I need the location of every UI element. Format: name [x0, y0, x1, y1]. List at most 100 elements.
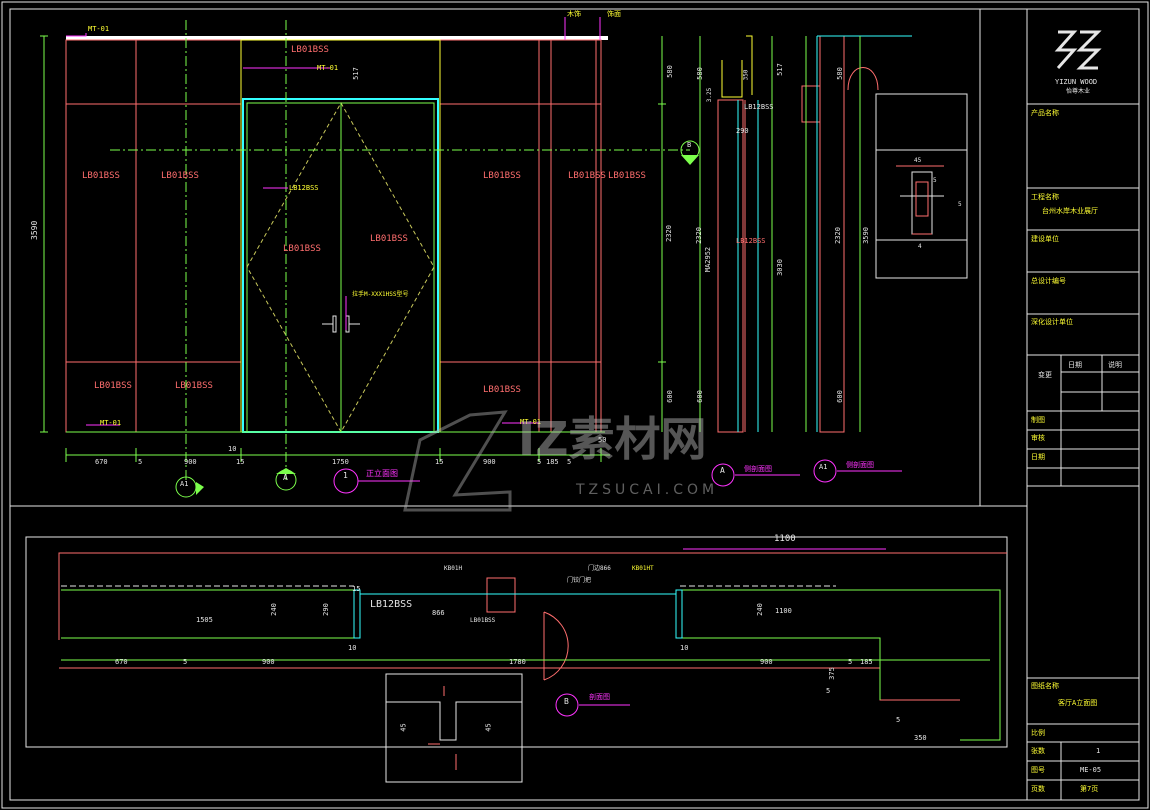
- elev-panel-7: LB01BSS: [175, 381, 213, 391]
- plan-label-lb01bss: LB01BSS: [470, 617, 496, 624]
- elev-panel-5: LB01BSS: [608, 171, 646, 181]
- tb-page-value: 第7页: [1080, 785, 1099, 793]
- tb-scale-label: 张数: [1031, 747, 1045, 755]
- plan-view: [25, 536, 1008, 783]
- elev-panel-8: LB01BSS: [483, 385, 521, 395]
- elev-bdim-8: 185: [546, 458, 559, 466]
- plan-dim-375: 375: [827, 667, 836, 680]
- plan-dim-5b: 5: [848, 658, 853, 666]
- tb-grid-note: 说明: [1108, 361, 1122, 369]
- detail-small-3: 4: [918, 243, 922, 250]
- elev-bdim-1: 5: [138, 458, 143, 466]
- plan-dim-900b: 900: [760, 658, 773, 666]
- side-door-label: LB12BSS: [744, 103, 774, 111]
- elev-panel-1: LB01BSS: [82, 171, 120, 181]
- callout-a1-letter: A1: [180, 480, 189, 488]
- elev-bdim-5: 15: [435, 458, 444, 466]
- tb-no-label: 图号: [1031, 766, 1045, 774]
- tb-grid-date: 日期: [1068, 361, 1082, 369]
- plan-label-edge: 门边866: [588, 565, 611, 572]
- elev-bdim-6: 900: [483, 458, 496, 466]
- tb-no-value: ME-05: [1080, 766, 1102, 774]
- tb-design-no-label: 总设计编号: [1031, 277, 1066, 285]
- elev-mt-bottom-right: MT-01: [520, 418, 542, 426]
- plan-label-hinge: 门铰门把: [567, 577, 592, 584]
- plan-dim-240b: 240: [755, 603, 764, 616]
- detail-dim-600: 600: [835, 390, 844, 403]
- plan-label-kb01ht: KB01HT: [632, 565, 654, 572]
- callout-1-text: 正立面图: [366, 469, 398, 478]
- plan-dim-10a: 10: [348, 644, 357, 652]
- plan-dim-10b: 10: [680, 644, 689, 652]
- plan-dim-240a: 240: [269, 603, 278, 616]
- plan-dim-290: 290: [321, 603, 330, 616]
- elev-panel-2: LB01BSS: [161, 171, 199, 181]
- elev-door-panel-2: LB01BSS: [370, 234, 408, 244]
- plan-dim-900a: 900: [262, 658, 275, 666]
- elev-handle-note: 拉手M-XXX1HSS型号: [352, 291, 409, 298]
- side-sections: [680, 35, 912, 487]
- side-dim-3030: 3030: [775, 259, 784, 276]
- elev-bdim-7: 5: [537, 458, 542, 466]
- elev-bdim-4: 1750: [332, 458, 349, 466]
- plan-dim-185: 185: [860, 658, 873, 666]
- elev-bdim-3: 15: [236, 458, 245, 466]
- plan-dim-5d: 5: [896, 716, 901, 724]
- tb-builder-label: 建设单位: [1031, 235, 1059, 243]
- tb-page-label: 页数: [1031, 785, 1045, 793]
- tb-note-label: 比例: [1031, 729, 1045, 737]
- plan-callout-b-text: 剖面图: [589, 693, 610, 701]
- elev-panel-3: LB01BSS: [483, 171, 521, 181]
- side-small-325: 3.25: [706, 87, 714, 103]
- detail-dim-580: 580: [835, 67, 844, 80]
- tb-scale-value: 1: [1096, 747, 1101, 755]
- callout-a-letter: A: [283, 473, 288, 482]
- detail-width-dim: 45: [914, 157, 922, 164]
- side-dim-517: 517: [775, 63, 784, 76]
- side-callout-a-letter: A: [720, 466, 725, 475]
- elev-height-dim: 3590: [30, 221, 39, 240]
- tb-grid-change: 变更: [1038, 371, 1052, 379]
- logo-text: YIZUN WOOD: [1055, 78, 1098, 86]
- side-dim-580: 580: [695, 67, 704, 80]
- side-dim-600: 600: [695, 390, 704, 403]
- side-dim-2320: 2320: [694, 227, 703, 244]
- title-block-lines: [1027, 103, 1139, 800]
- plan-dim-5c: 5: [826, 687, 831, 695]
- detail-dim-3590: 3590: [861, 227, 870, 244]
- watermark-logo: [403, 410, 512, 512]
- tb-drawing-name-label: 图纸名称: [1031, 682, 1059, 690]
- detail-dim-2320: 2320: [833, 227, 842, 244]
- elev-panel-4: LB01BSS: [568, 171, 606, 181]
- detail-small-2: 5: [958, 201, 962, 208]
- tb-sign-review: 审核: [1031, 434, 1045, 442]
- logo-sub: 怡尊木业: [1066, 88, 1091, 95]
- side-note-2: 饰面: [607, 10, 621, 18]
- elev-panel-6: LB01BSS: [94, 381, 132, 391]
- side-note-1: 木饰: [567, 10, 581, 18]
- elev-door-label: LB12BSS: [289, 184, 319, 192]
- watermark-url: TZSUCAI.COM: [576, 482, 719, 498]
- plan-door-label: LB12BSS: [370, 599, 413, 610]
- plan-dim-45a: 45: [399, 723, 408, 732]
- plan-dim-866: 866: [432, 609, 445, 617]
- side-width-label: 290: [736, 127, 749, 135]
- elev-mt-mid: MT-01: [317, 64, 339, 72]
- side-callout-a1-text: 侧剖面图: [846, 461, 874, 469]
- plan-label-kb01h: KB01H: [444, 565, 463, 572]
- elev-top-panel-label: LB01BSS: [291, 45, 329, 55]
- elevation-view: 3590: [30, 17, 690, 498]
- tb-project-value: 台州水岸木业展厅: [1042, 207, 1098, 215]
- elev-bdim-2: 900: [184, 458, 197, 466]
- tb-sign-date: 日期: [1031, 453, 1045, 461]
- tb-sign-draw: 制图: [1031, 416, 1045, 424]
- elev-bdim-9: 5: [567, 458, 572, 466]
- plan-dim-1100: 1100: [775, 607, 792, 615]
- side-callout-a1-letter: A1: [819, 463, 828, 471]
- side-callout-b: B: [687, 141, 692, 149]
- elev-dim-600: 600: [665, 390, 674, 403]
- watermark-brand: IZ素材网: [518, 412, 707, 466]
